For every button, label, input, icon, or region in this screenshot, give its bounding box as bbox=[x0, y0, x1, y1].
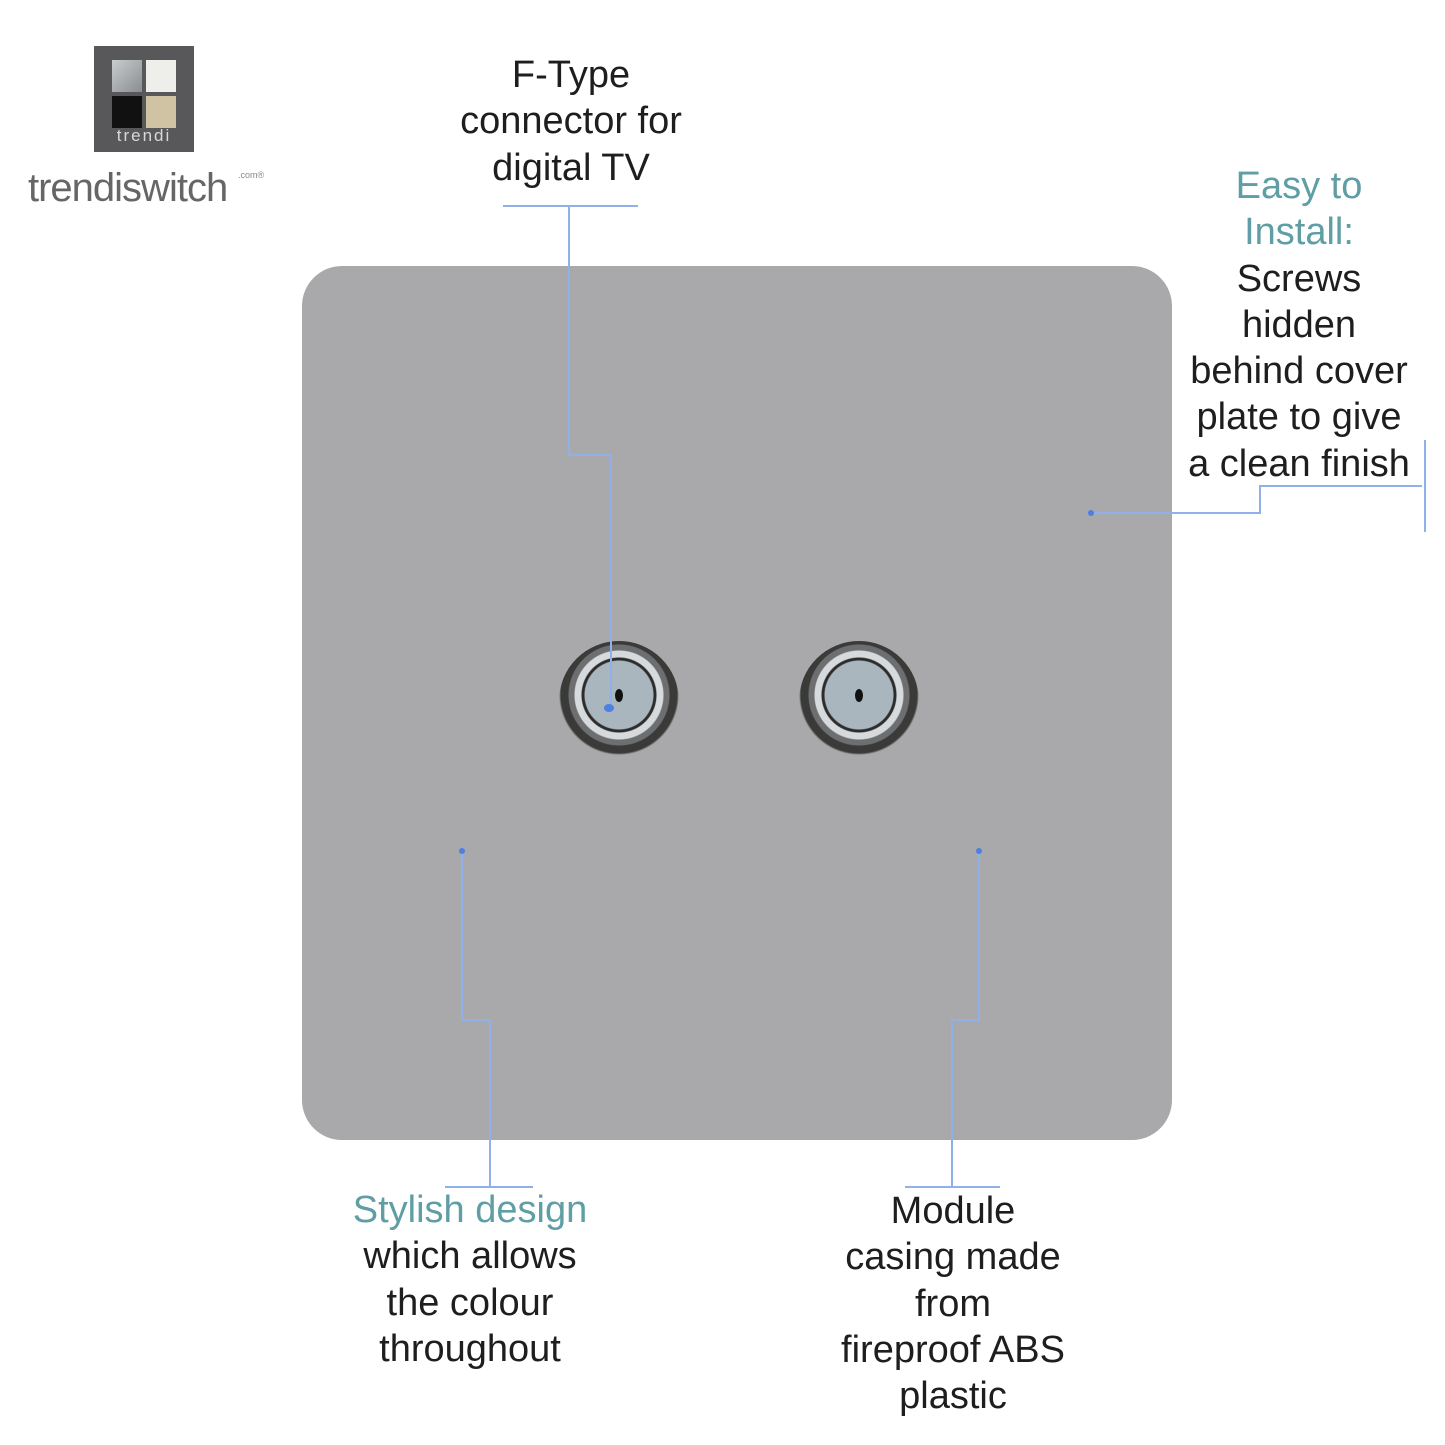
brand-suffix: .com® bbox=[238, 170, 265, 180]
callout-line: digital TV bbox=[492, 146, 650, 189]
callout-line: F-Type bbox=[511, 54, 631, 96]
install-dot bbox=[1088, 510, 1094, 516]
module-dot bbox=[976, 848, 982, 854]
module-leader bbox=[951, 851, 980, 1187]
f-type-connector-left bbox=[559, 641, 679, 761]
callout-line: plate to give bbox=[1196, 396, 1402, 439]
f-type-connector-right bbox=[799, 641, 919, 761]
callout-highlight: Install: bbox=[1244, 211, 1354, 254]
callout-highlight: Stylish design bbox=[352, 1189, 588, 1231]
install-leader bbox=[1091, 485, 1422, 514]
callout-line: which allows bbox=[363, 1235, 577, 1278]
ftype-leader-path bbox=[568, 206, 612, 708]
ftype-dot bbox=[604, 704, 614, 712]
callout-line: the colour bbox=[386, 1281, 554, 1324]
callout-line: from bbox=[915, 1282, 991, 1325]
callout-line: casing made bbox=[845, 1236, 1061, 1279]
callout-module: Module casing made from fireproof ABS pl… bbox=[841, 1188, 1065, 1419]
brand-wordmark: trendiswitch bbox=[28, 166, 228, 210]
trendi-logo-badge bbox=[94, 46, 194, 152]
callout-ftype: F-Type connector for digital TV bbox=[460, 52, 682, 191]
callout-line: behind cover bbox=[1190, 350, 1408, 393]
callout-line: fireproof ABS bbox=[841, 1328, 1065, 1371]
callout-line: hidden bbox=[1241, 303, 1357, 346]
callout-install: Easy to Install: Screws hidden behind co… bbox=[1188, 163, 1410, 487]
logo-badge-text: trendi bbox=[116, 126, 172, 145]
stylish-leader bbox=[461, 851, 491, 1187]
callout-line: Module bbox=[890, 1190, 1016, 1232]
callout-line: throughout bbox=[379, 1327, 561, 1370]
callout-stylish: Stylish design which allows the colour t… bbox=[353, 1187, 587, 1372]
stylish-dot bbox=[459, 848, 465, 854]
callout-line: a clean finish bbox=[1188, 442, 1410, 485]
callout-line: Screws bbox=[1236, 257, 1362, 300]
callout-line: connector for bbox=[460, 100, 682, 143]
callout-highlight: Easy to bbox=[1235, 165, 1363, 207]
callout-line: plastic bbox=[899, 1375, 1007, 1418]
tv-socket-plate bbox=[302, 266, 1172, 1140]
